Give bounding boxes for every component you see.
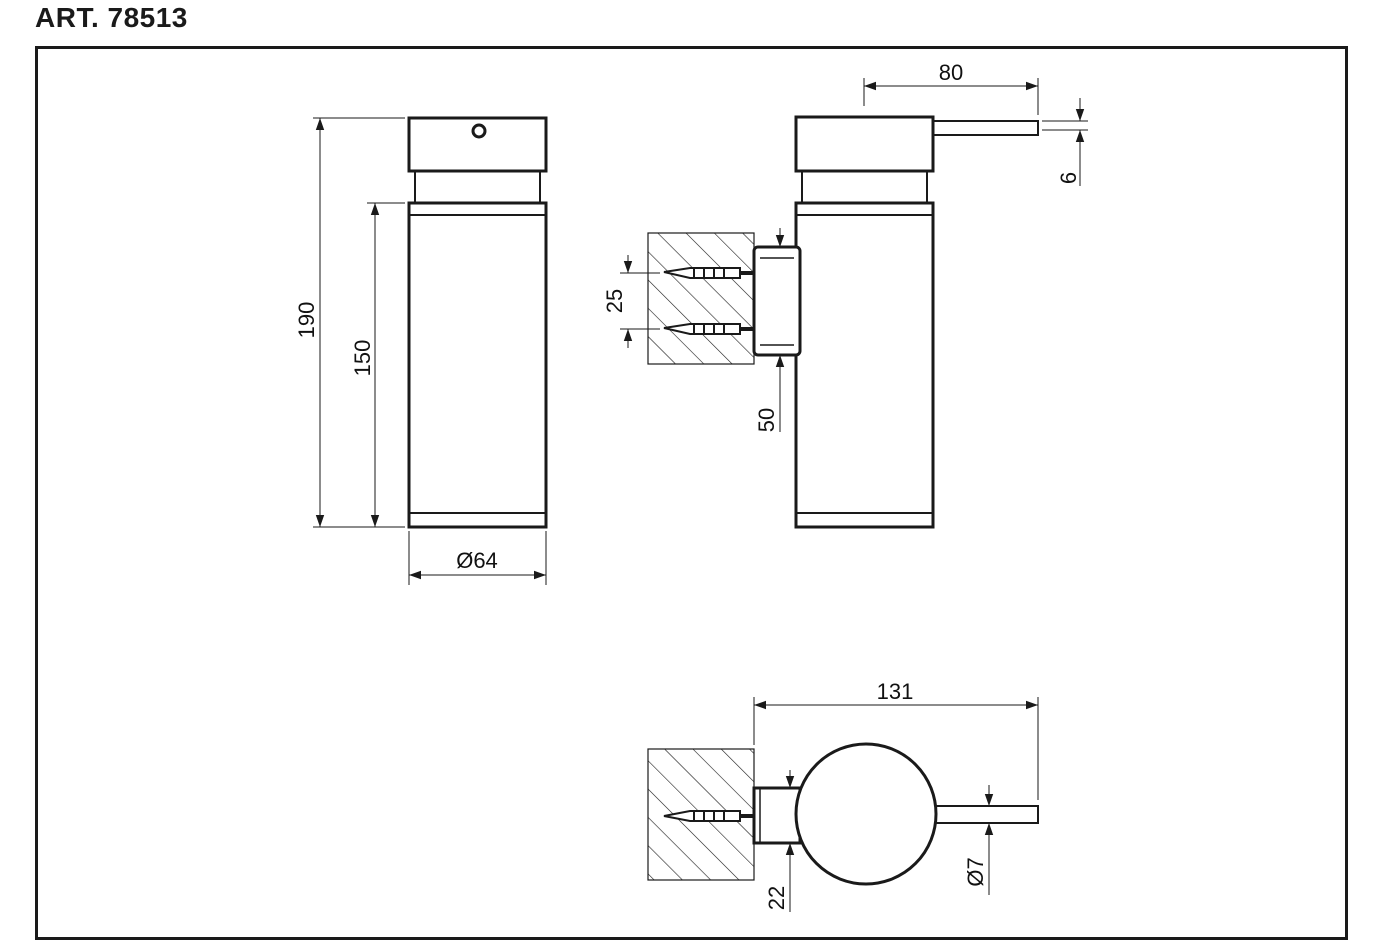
dim-height-body: 150 bbox=[350, 340, 375, 377]
top-spout bbox=[932, 805, 1039, 824]
wall-anchor-bottom bbox=[663, 323, 754, 335]
front-neck bbox=[414, 170, 541, 204]
dim-spout-diameter: Ø7 bbox=[963, 857, 988, 886]
front-body bbox=[407, 201, 548, 529]
side-cap bbox=[794, 115, 935, 173]
dim-screw-spacing: 25 bbox=[602, 289, 627, 313]
side-view bbox=[647, 115, 1039, 529]
dim-bracket-thickness: 22 bbox=[764, 886, 789, 910]
top-dimensions bbox=[753, 697, 1039, 912]
dim-spout-thickness: 6 bbox=[1056, 172, 1081, 184]
dim-height-total: 190 bbox=[294, 302, 319, 339]
dim-projection-top: 80 bbox=[939, 60, 963, 85]
top-bracket bbox=[752, 786, 802, 845]
wall-anchor-top-view bbox=[663, 810, 754, 822]
front-view bbox=[407, 116, 548, 529]
wall-anchor-top bbox=[663, 267, 754, 279]
side-dimensions bbox=[620, 78, 1088, 432]
dim-mount-offset: 50 bbox=[754, 408, 779, 432]
side-neck bbox=[801, 170, 928, 204]
front-dimensions bbox=[313, 117, 547, 585]
side-body bbox=[794, 201, 935, 529]
pump-hole-icon bbox=[471, 123, 487, 139]
top-body bbox=[794, 742, 938, 886]
spout bbox=[932, 120, 1039, 136]
wall-section bbox=[647, 232, 755, 365]
dim-diameter: Ø64 bbox=[456, 548, 498, 573]
drawing-frame bbox=[35, 46, 1348, 940]
article-title: ART. 78513 bbox=[35, 2, 188, 33]
wall-bracket bbox=[752, 245, 802, 357]
dim-projection-total: 131 bbox=[877, 679, 914, 704]
